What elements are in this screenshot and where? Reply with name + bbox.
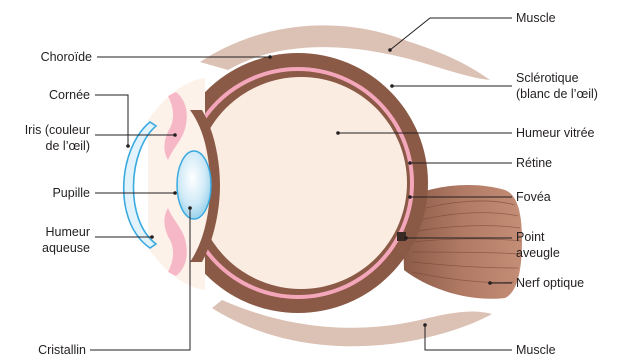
- label-nerf-optique: Nerf optique: [516, 276, 584, 290]
- label-point-aveugle-line1: Point: [516, 230, 545, 244]
- label-iris-line2: de l’œil): [46, 139, 90, 153]
- label-sclerotique-line2: (blanc de l’œil): [516, 87, 598, 101]
- label-humeur-vitree: Humeur vitrée: [516, 126, 595, 140]
- vitreous-humour-shape: [195, 77, 407, 289]
- label-cornee: Cornée: [49, 88, 90, 102]
- blind-spot-mark: [397, 232, 406, 241]
- label-sclerotique-line1: Sclérotique: [516, 71, 579, 85]
- label-pupille: Pupille: [52, 186, 90, 200]
- label-humeur-aqueuse-line1: Humeur: [46, 225, 90, 239]
- label-muscle-bottom: Muscle: [516, 343, 556, 357]
- muscle-bottom-shape: [212, 300, 492, 346]
- label-humeur-aqueuse-line2: aqueuse: [42, 241, 90, 255]
- label-point-aveugle-line2: aveugle: [516, 246, 560, 260]
- label-iris-line1: Iris (couleur: [25, 123, 90, 137]
- label-retine: Rétine: [516, 156, 552, 170]
- label-cristallin: Cristallin: [38, 343, 86, 357]
- label-fovea: Fovéa: [516, 190, 551, 204]
- label-choroide: Choroïde: [41, 50, 92, 64]
- lens-shape: [177, 151, 211, 219]
- label-muscle-top: Muscle: [516, 11, 556, 25]
